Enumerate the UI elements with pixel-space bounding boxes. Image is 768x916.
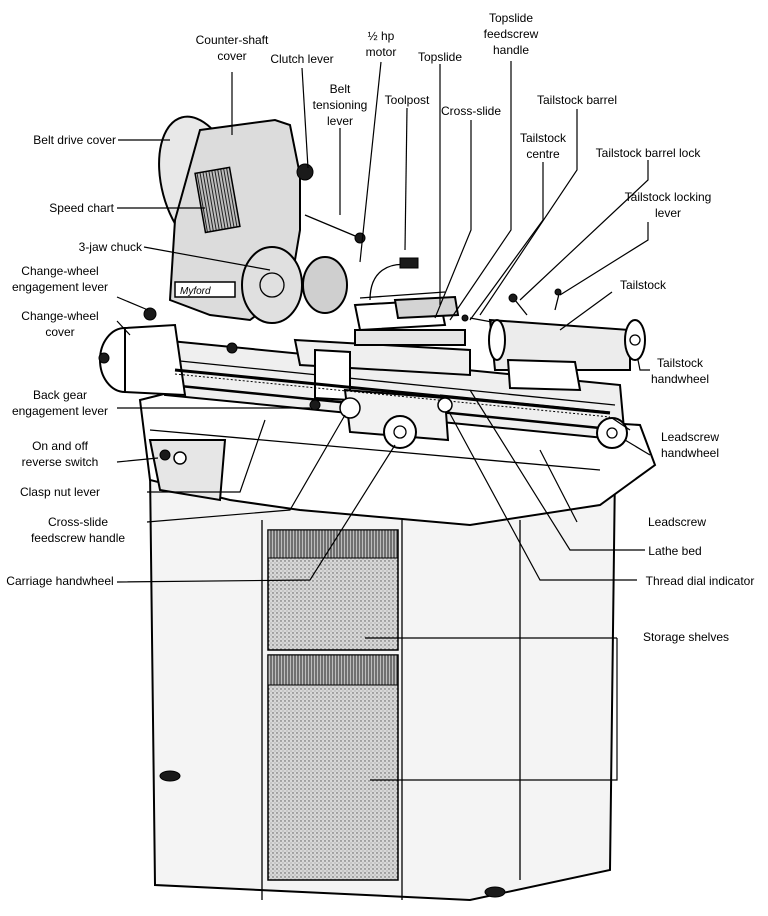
label-topslide-feedscrew-handle: Topslide feedscrew handle [484,11,539,57]
label-line: reverse switch [22,455,99,469]
label-storage-shelves: Storage shelves [643,630,729,644]
label-line: cover [217,49,246,63]
label-line: handwheel [661,446,719,460]
label-thread-dial-indicator: Thread dial indicator [646,574,755,588]
label-line: 3-jaw chuck [79,240,143,254]
label-line: lever [327,114,353,128]
label-belt-tensioning-lever: Belt tensioning lever [313,82,368,128]
label-back-gear-engagement-lever: Back gear engagement lever [12,388,108,418]
leader-lines [116,61,651,781]
label-line: Clasp nut lever [20,485,100,499]
change-wheel-cover-drawing [98,323,187,397]
myford-plate-text: Myford [180,286,211,297]
tailstock-drawing [461,288,646,392]
label-line: Cross-slide [441,104,501,118]
label-line: Leadscrew [648,515,706,529]
label-line: Tailstock barrel lock [596,146,702,160]
label-line: engagement lever [12,404,108,418]
label-tailstock-handwheel: Tailstock handwheel [651,356,709,386]
label-cross-slide-feedscrew-handle: Cross-slide feedscrew handle [31,515,125,545]
label-clutch-lever: Clutch lever [270,52,333,66]
label-on-off-reverse-switch: On and off reverse switch [22,439,99,469]
label-tailstock-barrel-lock: Tailstock barrel lock [596,146,702,160]
label-line: feedscrew [484,27,539,41]
label-tailstock-centre: Tailstock centre [520,131,567,161]
label-line: Carriage handwheel [6,574,113,588]
label-line: Back gear [33,388,87,402]
label-lathe-bed: Lathe bed [648,544,701,558]
label-line: tensioning [313,98,368,112]
label-line: Change-wheel [21,264,98,278]
label-line: Belt drive cover [33,133,116,147]
label-three-jaw-chuck: 3-jaw chuck [79,240,143,254]
label-line: Tailstock [520,131,567,145]
label-change-wheel-cover: Change-wheel cover [21,309,98,339]
cabinet-stand [148,469,617,902]
storage-shelf-lower [267,654,399,881]
speed-chart-plate [194,166,241,234]
label-line: Belt [330,82,351,96]
label-line: Tailstock barrel [537,93,617,107]
label-line: Counter-shaft [196,33,269,47]
label-change-wheel-engagement-lever: Change-wheel engagement lever [12,264,108,294]
label-topslide: Topslide [418,50,462,64]
label-toolpost: Toolpost [385,93,430,107]
label-line: cover [45,325,74,339]
label-line: Change-wheel [21,309,98,323]
label-leadscrew-handwheel: Leadscrew handwheel [661,430,719,460]
label-line: ½ hp [368,29,395,43]
label-line: Topslide [489,11,533,25]
label-cross-slide: Cross-slide [441,104,501,118]
label-tailstock-locking-lever: Tailstock locking lever [625,190,712,220]
label-line: Speed chart [49,201,114,215]
label-speed-chart: Speed chart [49,201,114,215]
label-tailstock: Tailstock [620,278,667,292]
label-line: Tailstock [657,356,704,370]
label-line: Lathe bed [648,544,701,558]
label-line: Leadscrew [661,430,719,444]
label-half-hp-motor: ½ hp motor [366,29,397,59]
label-line: motor [366,45,397,59]
label-leadscrew: Leadscrew [648,515,706,529]
leadscrew-drawing [174,368,631,449]
label-clasp-nut-lever: Clasp nut lever [20,485,100,499]
label-line: Topslide [418,50,462,64]
label-line: lever [655,206,681,220]
label-line: Cross-slide [48,515,108,529]
label-line: handle [493,43,529,57]
label-carriage-handwheel: Carriage handwheel [6,574,113,588]
label-line: feedscrew handle [31,531,125,545]
label-line: On and off [32,439,88,453]
label-line: Storage shelves [643,630,729,644]
label-line: Tailstock locking [625,190,712,204]
chuck-and-motor [226,246,419,354]
label-line: Toolpost [385,93,430,107]
label-line: centre [526,147,560,161]
label-line: handwheel [651,372,709,386]
label-line: Clutch lever [270,52,333,66]
label-line: engagement lever [12,280,108,294]
label-belt-drive-cover: Belt drive cover [33,133,116,147]
label-line: Tailstock [620,278,667,292]
label-tailstock-barrel: Tailstock barrel [537,93,617,107]
label-counter-shaft-cover: Counter-shaft cover [196,33,269,63]
label-line: Thread dial indicator [646,574,755,588]
